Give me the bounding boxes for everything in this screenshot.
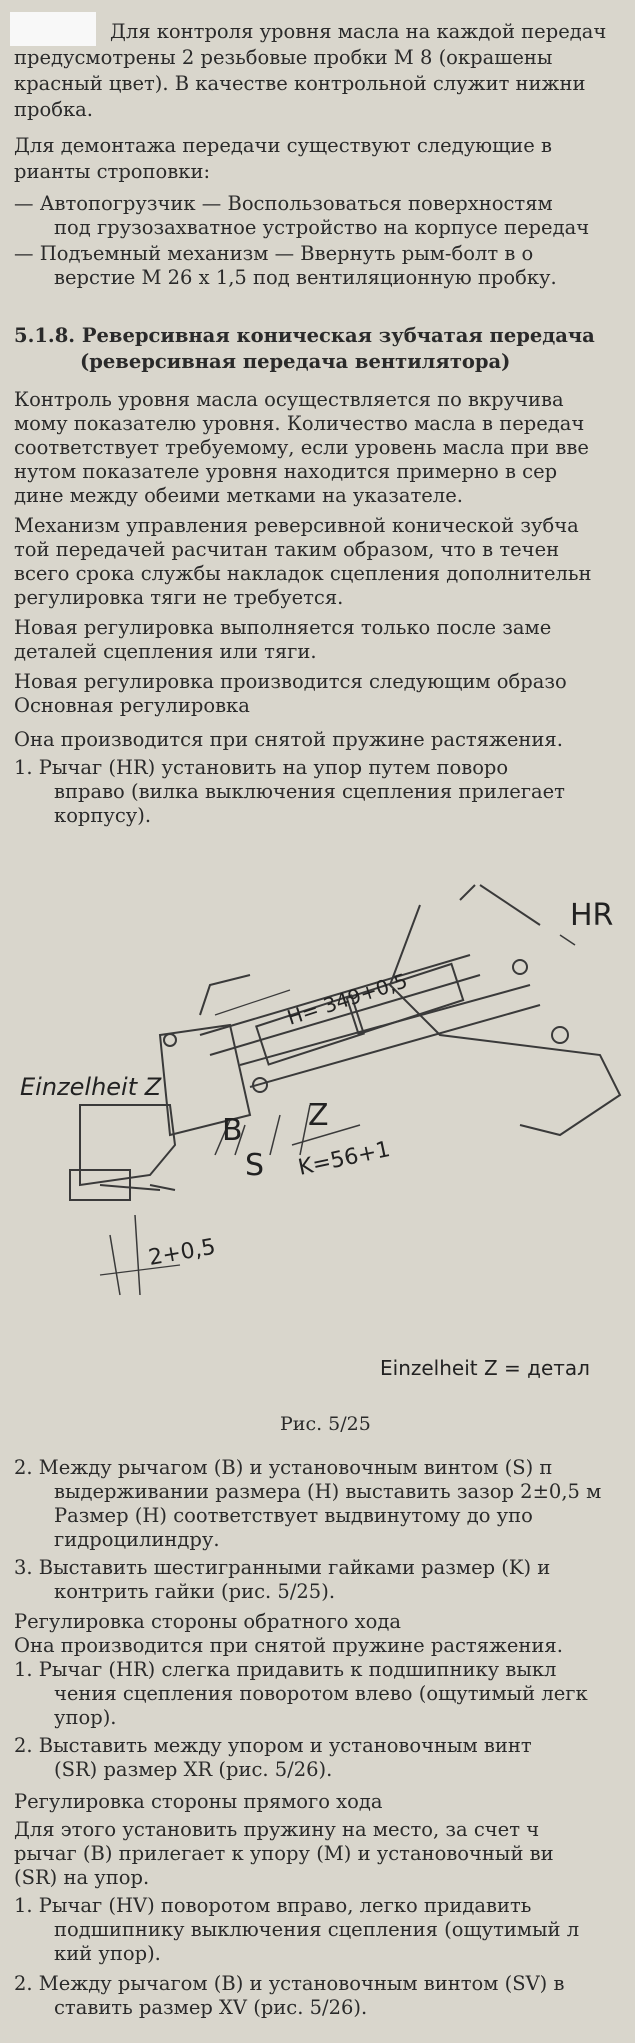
list-item: 3. Выставить шестигранными гайками разме…: [14, 1556, 551, 1579]
list-item: 1. Рычаг (HR) слегка придавить к подшипн…: [14, 1658, 557, 1681]
figure-legend: Einzelheit Z = детал: [380, 1356, 590, 1380]
label-s: S: [245, 1148, 264, 1183]
text-line: подшипнику выключения сцепления (ощутимы…: [54, 1918, 580, 1941]
label-k: K=56+1: [296, 1137, 392, 1181]
text-line: вправо (вилка выключения сцепления приле…: [54, 780, 565, 803]
text-line: Она производится при снятой пружине раст…: [14, 1634, 563, 1657]
text-line: Размер (H) соответствует выдвинутому до …: [54, 1504, 533, 1527]
text-line: предусмотрены 2 резьбовые пробки M 8 (ок…: [14, 46, 553, 69]
text-line: регулировка тяги не требуется.: [14, 586, 344, 609]
text-line: верстие M 26 x 1,5 под вентиляционную пр…: [54, 266, 557, 289]
technical-drawing: HR H= 349+0,5 K=56+1 B S Z Einzelheit Z …: [20, 884, 622, 1380]
text-line: гидроцилиндру.: [54, 1528, 220, 1551]
text-line: нутом показателе уровня находится пример…: [14, 460, 558, 483]
label-z: Z: [308, 1098, 329, 1133]
list-item: 2. Между рычагом (B) и установочным винт…: [14, 1456, 553, 1479]
section-heading: (реверсивная передача вентилятора): [80, 350, 511, 373]
text-line: пробка.: [14, 98, 93, 121]
text-line: Для демонтажа передачи существуют следую…: [14, 134, 552, 157]
text-line: чения сцепления поворотом влево (ощутимы…: [54, 1682, 588, 1705]
text-line: Для контроля уровня масла на каждой пере…: [110, 20, 607, 43]
text-line: контрить гайки (рис. 5/25).: [54, 1580, 336, 1603]
text-line: упор).: [54, 1706, 117, 1729]
text-line: корпусу).: [54, 804, 152, 827]
label-gap: 2+0,5: [147, 1235, 218, 1271]
section-subheading: Регулировка стороны обратного хода: [14, 1610, 401, 1633]
text-line: выдерживании размера (H) выставить зазор…: [54, 1480, 602, 1503]
figure-caption: Рис. 5/25: [280, 1413, 371, 1435]
text-line: Новая регулировка производится следующим…: [14, 670, 567, 693]
list-item: — Подъемный механизм — Ввернуть рым-болт…: [14, 242, 534, 265]
text-line: под грузозахватное устройство на корпусе…: [54, 216, 590, 239]
text-line: Механизм управления реверсивной коническ…: [14, 514, 579, 537]
label-detail-z: Einzelheit Z: [20, 1073, 162, 1101]
list-item: 2. Выставить между упором и установочным…: [14, 1734, 532, 1757]
section-heading: 5.1.8. Реверсивная коническая зубчатая п…: [14, 324, 595, 347]
list-item: 1. Рычаг (HR) установить на упор путем п…: [14, 756, 509, 779]
text-line: соответствует требуемому, если уровень м…: [14, 436, 589, 459]
text-line: Для этого установить пружину на место, з…: [14, 1818, 540, 1841]
text-line: рианты строповки:: [14, 160, 211, 183]
list-item: — Автопогрузчик — Воспользоваться поверх…: [14, 192, 553, 215]
list-item: 2. Между рычагом (B) и установочным винт…: [14, 1972, 565, 1995]
text-line: (SR) на упор.: [14, 1866, 150, 1889]
text-line: Основная регулировка: [14, 694, 250, 717]
text-line: Новая регулировка выполняется только пос…: [14, 616, 552, 639]
label-hr: HR: [570, 898, 613, 933]
text-line: красный цвет). В качестве контрольной сл…: [14, 72, 586, 95]
text-line: ставить размер XV (рис. 5/26).: [54, 1996, 368, 2019]
redaction-patch: [10, 12, 96, 46]
label-b: B: [222, 1113, 243, 1148]
text-line: той передачей расчитан таким образом, чт…: [14, 538, 560, 561]
text-line: всего срока службы накладок сцепления до…: [14, 562, 592, 585]
text-line: деталей сцепления или тяги.: [14, 640, 317, 663]
list-item: 1. Рычаг (HV) поворотом вправо, легко пр…: [14, 1894, 532, 1917]
text-line: дине между обеими метками на указателе.: [14, 484, 463, 507]
text-line: Она производится при снятой пружине раст…: [14, 728, 563, 751]
text-line: Контроль уровня масла осуществляется по …: [14, 388, 564, 411]
text-line: мому показателю уровня. Количество масла…: [14, 412, 585, 435]
text-line: (SR) размер XR (рис. 5/26).: [54, 1758, 333, 1781]
label-h: H= 349+0,5: [284, 968, 410, 1029]
section-subheading: Регулировка стороны прямого хода: [14, 1790, 383, 1813]
text-line: кий упор).: [54, 1942, 161, 1965]
text-line: рычаг (B) прилегает к упору (M) и устано…: [14, 1842, 554, 1865]
